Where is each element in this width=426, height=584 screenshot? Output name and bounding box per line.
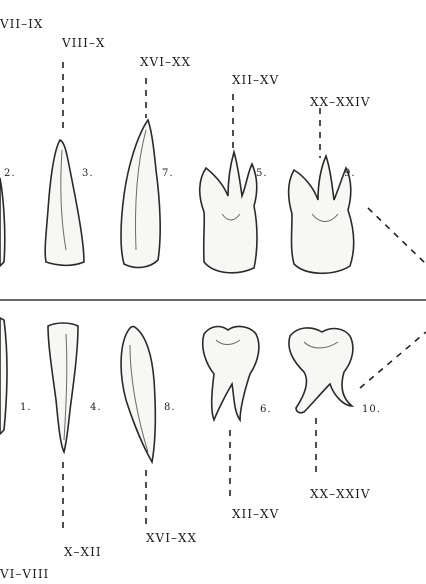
lower-tooth-number-2: 4. <box>90 402 102 413</box>
upper-age-label-1: VII–IX <box>0 17 43 31</box>
tooth-10 <box>289 328 353 413</box>
upper-tooth-number-3: 7. <box>162 168 174 179</box>
leader-lower-diagonal <box>360 332 426 388</box>
tooth-4 <box>121 327 155 463</box>
lower-age-label-4: X–XII <box>64 545 102 559</box>
lower-tooth-number-3: 8. <box>164 402 176 413</box>
tooth-3 <box>45 140 84 265</box>
leader-upper-diagonal <box>368 208 426 264</box>
lower-age-label-5: VI–VIII <box>0 567 49 581</box>
tooth-lower-partial-left <box>0 318 7 434</box>
upper-age-label-3: XVI–XX <box>140 55 191 69</box>
tooth-7 <box>121 120 160 267</box>
lower-age-label-3: XVI–XX <box>146 531 197 545</box>
upper-age-label-4: XII–XV <box>232 73 279 87</box>
upper-tooth-number-2: 3. <box>82 168 94 179</box>
tooth-upper-partial-left <box>0 178 5 266</box>
lower-age-label-2: XII–XV <box>232 507 279 521</box>
upper-age-label-5: XX–XXIV <box>310 95 371 109</box>
lower-tooth-number-4: 6. <box>260 404 272 415</box>
upper-age-label-2: VIII–X <box>61 36 105 50</box>
lower-age-label-1: XX–XXIV <box>310 487 371 501</box>
upper-tooth-number-5: 9. <box>344 168 356 179</box>
tooth-5 <box>200 152 257 273</box>
upper-tooth-number-4: 5. <box>256 168 268 179</box>
tooth-6 <box>203 327 259 420</box>
upper-tooth-number-1: 2. <box>4 168 16 179</box>
lower-tooth-number-1: 1. <box>20 402 32 413</box>
lower-tooth-number-5: 10. <box>362 404 381 415</box>
tooth-1 <box>48 323 78 452</box>
